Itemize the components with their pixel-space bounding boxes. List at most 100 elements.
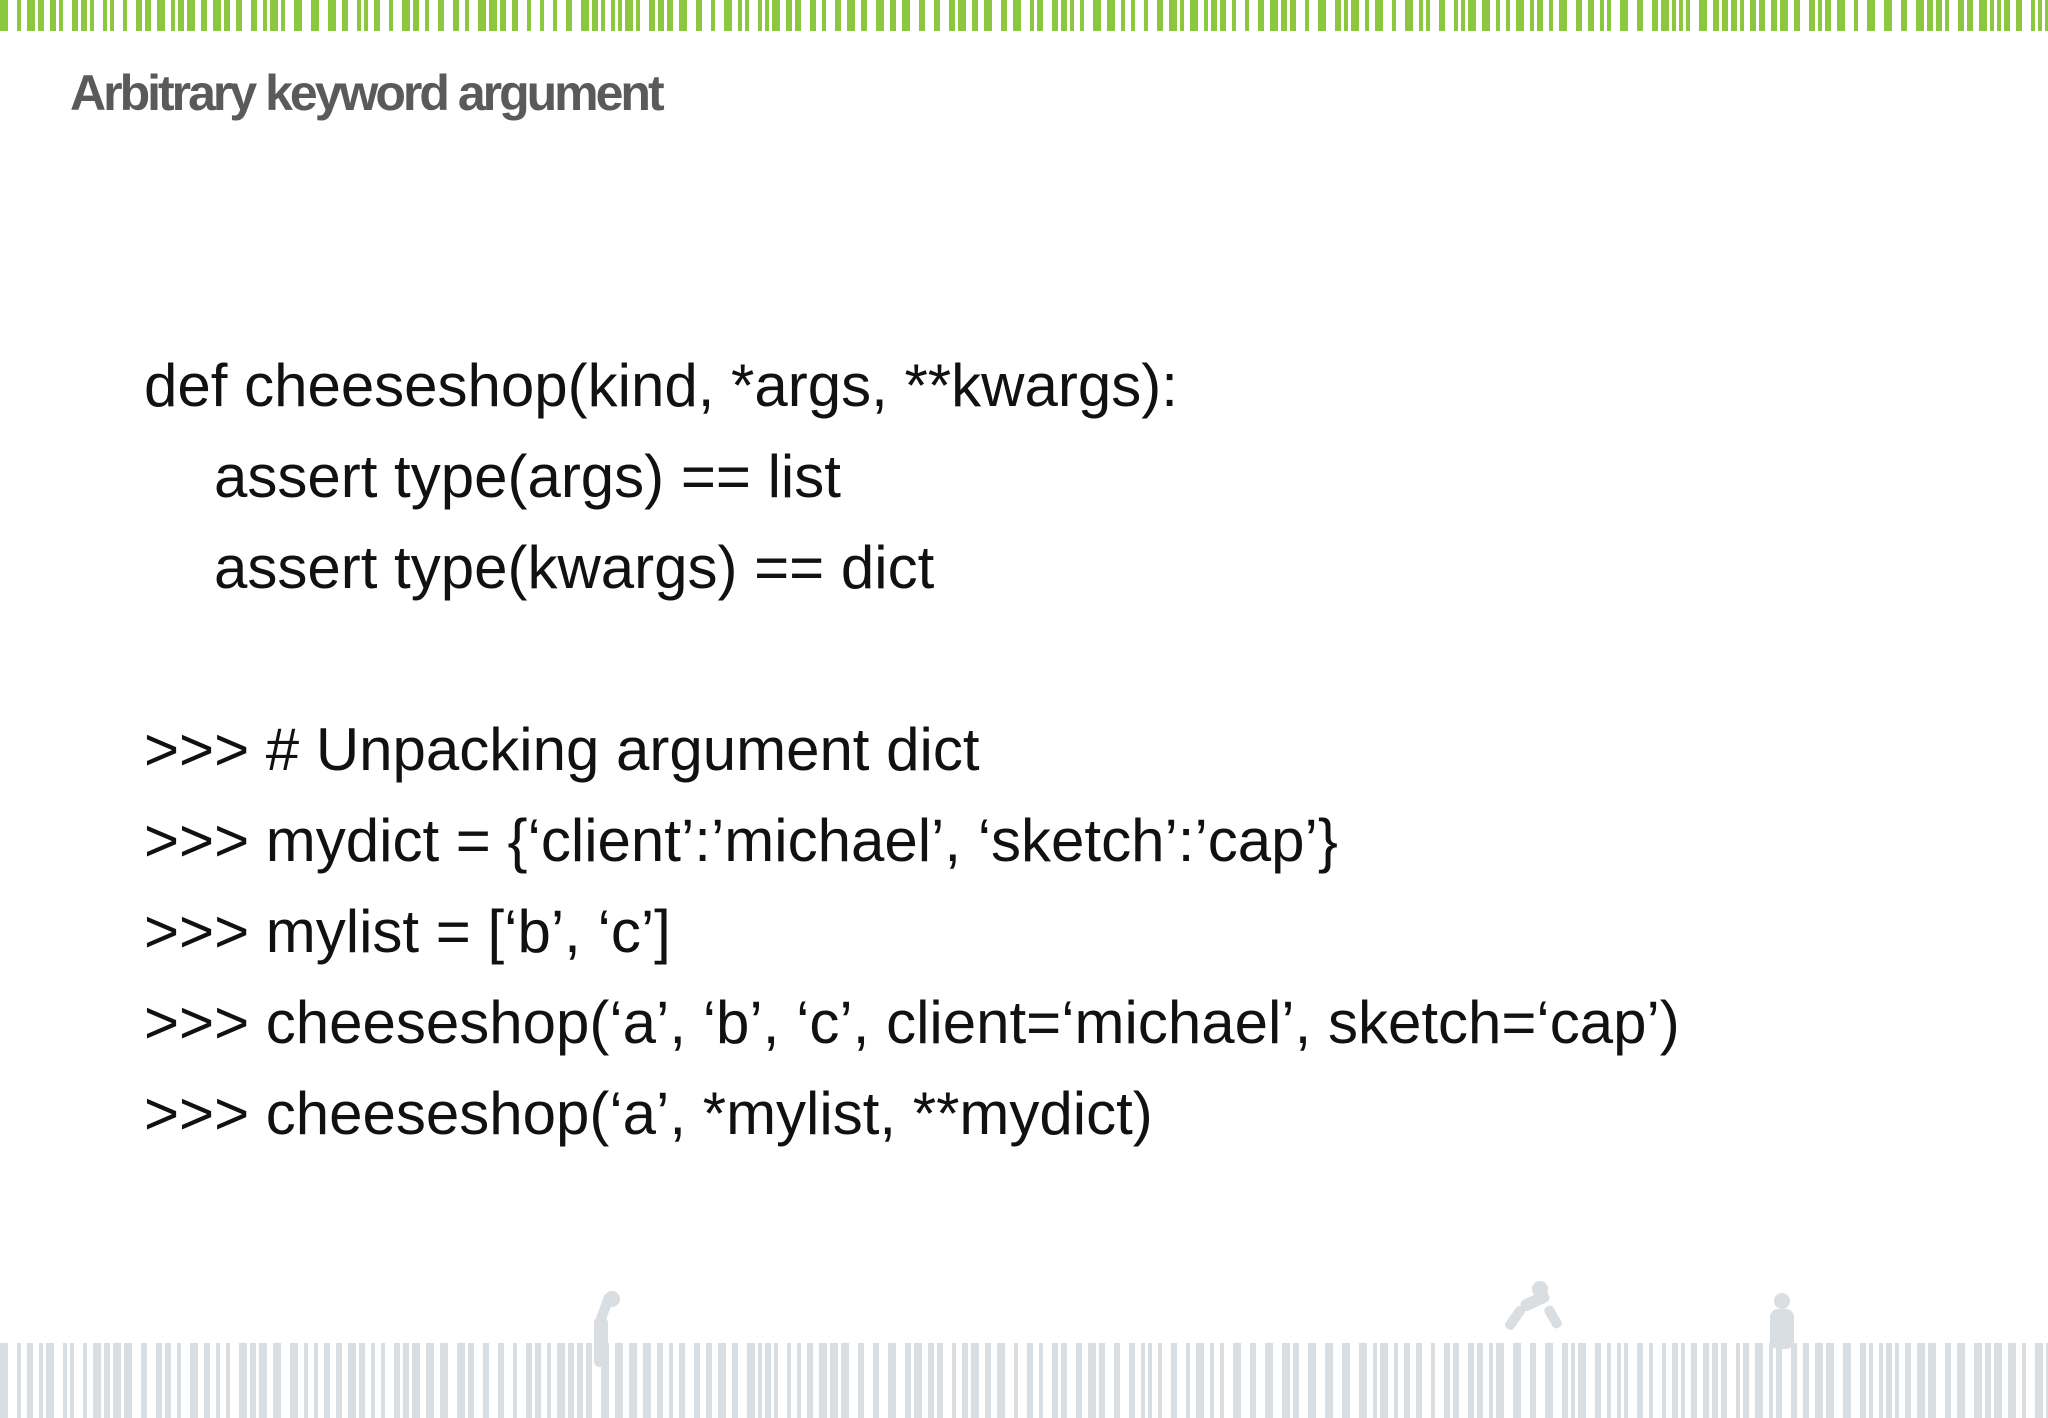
stripe bbox=[1549, 0, 1553, 31]
stripe bbox=[204, 1343, 210, 1418]
stripe bbox=[1600, 0, 1604, 31]
stripe bbox=[1994, 1343, 2002, 1418]
stripe bbox=[1686, 0, 1690, 31]
stripe bbox=[1530, 1343, 1536, 1418]
stripe bbox=[304, 1343, 308, 1418]
stripe bbox=[1513, 1343, 1521, 1418]
stripe bbox=[1392, 0, 1396, 31]
stripe bbox=[1093, 0, 1101, 31]
stripe bbox=[1013, 0, 1021, 31]
stripe bbox=[1037, 0, 1043, 31]
stripe bbox=[2016, 0, 2022, 31]
stripe bbox=[1171, 1343, 1177, 1418]
stripe bbox=[27, 1343, 33, 1418]
stripe bbox=[1265, 1343, 1273, 1418]
stripe bbox=[1652, 0, 1658, 31]
stripe bbox=[807, 1343, 813, 1418]
stripe bbox=[177, 1343, 181, 1418]
stripe bbox=[1815, 1343, 1823, 1418]
stripe bbox=[145, 0, 151, 31]
stripe bbox=[263, 0, 267, 31]
stripe bbox=[165, 1343, 171, 1418]
stripe bbox=[952, 1343, 956, 1418]
silhouette-figure-3 bbox=[1770, 1293, 1794, 1349]
stripe bbox=[1076, 1343, 1082, 1418]
stripe bbox=[123, 0, 127, 31]
stripe bbox=[758, 0, 762, 31]
stripe bbox=[858, 1343, 864, 1418]
stripe bbox=[706, 1343, 712, 1418]
stripe bbox=[1662, 1343, 1666, 1418]
stripe bbox=[1672, 1343, 1678, 1418]
stripe bbox=[1759, 0, 1765, 31]
stripe bbox=[732, 1343, 738, 1418]
stripe bbox=[425, 0, 429, 31]
stripe bbox=[861, 0, 867, 31]
stripe bbox=[403, 1343, 409, 1418]
stripe bbox=[236, 0, 242, 31]
stripe bbox=[465, 0, 469, 31]
stripe bbox=[364, 0, 368, 31]
stripe bbox=[611, 0, 615, 31]
stripe bbox=[1454, 0, 1458, 31]
stripe bbox=[819, 1343, 827, 1418]
stripe bbox=[1468, 1343, 1474, 1418]
stripe bbox=[1884, 0, 1892, 31]
stripe bbox=[1121, 0, 1125, 31]
stripe bbox=[553, 0, 557, 31]
stripe bbox=[797, 1343, 801, 1418]
code-line-mydict: >>> mydict = {‘client’:’michael’, ‘sketc… bbox=[144, 807, 1338, 874]
stripe bbox=[1258, 0, 1264, 31]
stripe bbox=[1530, 0, 1534, 31]
stripe bbox=[1679, 0, 1683, 31]
stripe bbox=[1281, 0, 1287, 31]
stripe bbox=[526, 1343, 532, 1418]
stripe bbox=[290, 1343, 298, 1418]
stripe bbox=[489, 0, 497, 31]
stripe bbox=[873, 1343, 879, 1418]
stripe bbox=[890, 0, 896, 31]
stripe bbox=[1506, 0, 1510, 31]
stripe bbox=[483, 1343, 489, 1418]
stripe bbox=[568, 1343, 574, 1418]
stripe bbox=[1637, 0, 1643, 31]
stripe bbox=[1867, 0, 1875, 31]
stripe bbox=[1637, 1343, 1643, 1418]
stripe bbox=[902, 0, 910, 31]
stripe bbox=[905, 1343, 911, 1418]
code-line-assert-kwargs: assert type(kwargs) == dict bbox=[214, 534, 935, 601]
stripe bbox=[1860, 1343, 1866, 1418]
stripe bbox=[1489, 1343, 1493, 1418]
stripe bbox=[1482, 0, 1490, 31]
stripe bbox=[440, 1343, 448, 1418]
stripe bbox=[1039, 1343, 1043, 1418]
stripe bbox=[1901, 0, 1907, 31]
stripe bbox=[1576, 0, 1582, 31]
stripe bbox=[251, 0, 257, 31]
stripe bbox=[1979, 0, 1987, 31]
stripe bbox=[81, 0, 87, 31]
stripe bbox=[50, 0, 56, 31]
stripe bbox=[1061, 1343, 1067, 1418]
stripe bbox=[1416, 1343, 1422, 1418]
stripe bbox=[1169, 0, 1177, 31]
stripe bbox=[1794, 0, 1800, 31]
stripe bbox=[0, 1343, 8, 1418]
stripe bbox=[1186, 1343, 1190, 1418]
top-stripe-border bbox=[0, 0, 2048, 31]
stripe bbox=[2004, 0, 2010, 31]
slide-title: Arbitrary keyword argument bbox=[70, 65, 665, 121]
stripe bbox=[213, 0, 221, 31]
stripe bbox=[1809, 0, 1815, 31]
stripe bbox=[1107, 0, 1115, 31]
stripe bbox=[1453, 1343, 1459, 1418]
stripe bbox=[1380, 1343, 1388, 1418]
stripe bbox=[1837, 0, 1845, 31]
stripe bbox=[1545, 1343, 1553, 1418]
stripe bbox=[667, 0, 673, 31]
stripe bbox=[311, 0, 319, 31]
stripe bbox=[914, 1343, 922, 1418]
stripe bbox=[1974, 1343, 1982, 1418]
stripe bbox=[1196, 1343, 1204, 1418]
